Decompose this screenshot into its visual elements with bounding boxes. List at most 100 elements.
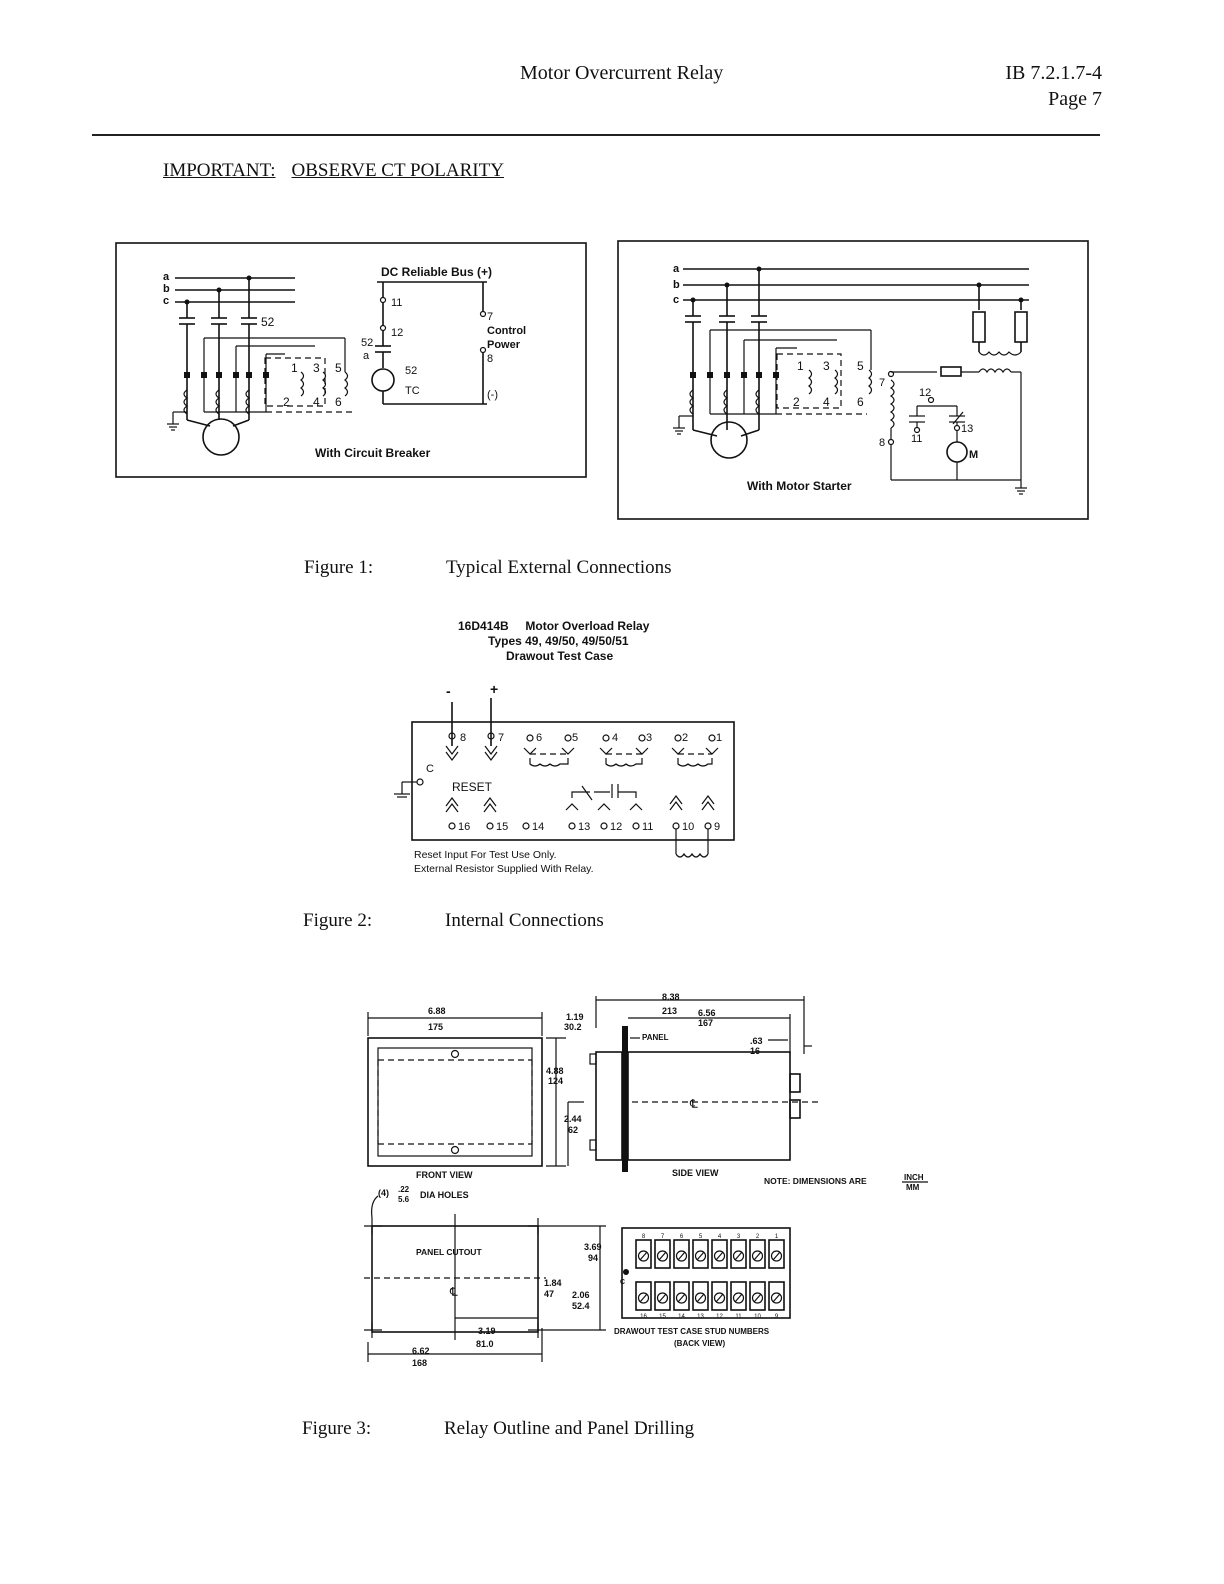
dimension-note-denominator: MM — [906, 1183, 920, 1192]
stud-number: 6 — [680, 1234, 684, 1240]
bottom-terminal-14: 14 — [532, 821, 544, 833]
figure2-title-line3: Drawout Test Case — [506, 649, 613, 663]
figure1-caption-text: Typical External Connections — [446, 557, 672, 578]
front-view-label: FRONT VIEW — [416, 1170, 473, 1180]
stud-terminal — [654, 1239, 671, 1269]
stud-back-view-label: (BACK VIEW) — [674, 1339, 725, 1348]
breaker-label: 52 — [261, 315, 275, 329]
cutout-width-mm: 168 — [412, 1358, 427, 1368]
figure2-caption-text: Internal Connections — [445, 910, 604, 931]
case-ground-label: C — [426, 763, 434, 775]
bottom-terminal-10: 10 — [682, 821, 694, 833]
contact-sub: a — [363, 350, 370, 362]
figure2-caption-label: Figure 2: — [303, 910, 373, 931]
dc-bus-label: DC Reliable Bus (+) — [381, 265, 492, 279]
cutout-half-width-in: 3.19 — [478, 1326, 496, 1336]
top-terminal-2: 2 — [682, 732, 688, 744]
terminal-7: 7 — [879, 377, 885, 389]
figure1-circuit-breaker-diagram: a b c 52 1 2 3 4 5 6 DC Reliable Bus (+)… — [115, 242, 587, 478]
phase-label-a: a — [163, 271, 170, 283]
holes-text: DIA HOLES — [420, 1190, 469, 1200]
figure2-internal-connections: 16D414B Motor Overload Relay Types 49, 4… — [394, 619, 735, 875]
reset-note-line2: External Resistor Supplied With Relay. — [414, 863, 594, 875]
terminal-12: 12 — [391, 327, 403, 339]
cutout-half-height-in: 1.84 — [544, 1278, 562, 1288]
figure3-outline-drawing: 6.88 175 1.19 30.2 FRONT VIEW 4.88 124 2… — [364, 992, 928, 1368]
terminal-5: 5 — [335, 361, 342, 375]
stud-screw-icon — [713, 1250, 726, 1262]
stud-screw-icon — [770, 1250, 783, 1262]
stud-number: 2 — [756, 1234, 760, 1240]
cutout-offset-in: 2.06 — [572, 1290, 590, 1300]
stud-number: 4 — [718, 1234, 722, 1240]
control-label: Control — [487, 325, 526, 337]
figure2-title-line1: 16D414B Motor Overload Relay — [458, 619, 650, 633]
phase-label-c: c — [673, 294, 679, 306]
rear-depth-mm: 16 — [750, 1046, 760, 1056]
stud-terminal — [711, 1281, 728, 1311]
stud-terminal — [654, 1281, 671, 1311]
stud-screw-icon — [675, 1250, 688, 1262]
terminal-11: 11 — [911, 433, 922, 445]
terminal-6: 6 — [857, 395, 864, 409]
plus-label: + — [490, 681, 498, 697]
terminal-8: 8 — [879, 437, 885, 449]
trip-coil-label: 52 — [405, 365, 417, 377]
side-view-label: SIDE VIEW — [672, 1168, 719, 1178]
stud-screw-icon — [675, 1292, 688, 1304]
stud-number: 8 — [642, 1234, 646, 1240]
figure1-left-title: With Circuit Breaker — [315, 446, 431, 460]
stud-screw-icon — [713, 1292, 726, 1304]
figure1-right-frame — [617, 240, 1089, 520]
terminal-12: 12 — [919, 387, 931, 399]
stud-terminal — [768, 1281, 785, 1311]
stud-screw-icon — [732, 1250, 745, 1262]
stud-numbers-label: DRAWOUT TEST CASE STUD NUMBERS — [614, 1327, 770, 1336]
bottom-terminal-15: 15 — [496, 821, 508, 833]
top-terminal-7: 7 — [498, 732, 504, 744]
cutout-height-in: 3.69 — [584, 1242, 602, 1252]
stud-terminal — [730, 1281, 747, 1311]
bottom-terminal-11: 11 — [642, 821, 653, 833]
front-width-in: 6.88 — [428, 1006, 446, 1016]
stud-terminal — [635, 1239, 652, 1269]
figure3-caption-label: Figure 3: — [302, 1418, 372, 1439]
stud-number: 1 — [775, 1234, 779, 1240]
stud-terminal — [673, 1239, 690, 1269]
bottom-terminal-16: 16 — [458, 821, 470, 833]
figure1-caption: Figure 1: Typical External Connections — [304, 557, 672, 579]
stud-number: 10 — [754, 1314, 761, 1320]
cutout-width-in: 6.62 — [412, 1346, 430, 1356]
trip-coil-sub: TC — [405, 385, 420, 397]
bottom-terminal-9: 9 — [714, 821, 720, 833]
stud-number: 9 — [775, 1314, 779, 1320]
phase-label-c: c — [163, 295, 169, 307]
top-terminal-1: 1 — [716, 732, 722, 744]
minus-label: - — [446, 683, 451, 699]
motor-contactor-label: M — [969, 449, 978, 461]
figure1-caption-label: Figure 1: — [304, 557, 374, 578]
figure1-right-title: With Motor Starter — [747, 479, 852, 493]
stud-terminal — [768, 1239, 785, 1269]
figure1-left-frame — [115, 242, 587, 478]
contact-label: 52 — [361, 337, 373, 349]
phase-label-b: b — [673, 279, 680, 291]
stud-screw-icon — [770, 1292, 783, 1304]
header-rule — [92, 134, 1100, 136]
total-depth-mm: 213 — [662, 1006, 677, 1016]
phase-label-a: a — [673, 263, 680, 275]
terminal-3: 3 — [313, 361, 320, 375]
terminal-4: 4 — [823, 395, 830, 409]
front-width-mm: 175 — [428, 1022, 443, 1032]
panel-gap-mm: 30.2 — [564, 1022, 582, 1032]
cutout-half-width-mm: 81.0 — [476, 1339, 494, 1349]
cutout-centerline: ℄ — [449, 1285, 458, 1299]
half-height-mm: 62 — [568, 1125, 578, 1135]
stud-number: 12 — [716, 1314, 723, 1320]
height-in: 4.88 — [546, 1066, 564, 1076]
rear-depth-in: .63 — [750, 1036, 763, 1046]
bottom-terminal-12: 12 — [610, 821, 622, 833]
height-mm: 124 — [548, 1076, 563, 1086]
side-centerline: ℄ — [689, 1097, 698, 1111]
case-depth-in: 6.56 — [698, 1008, 716, 1018]
